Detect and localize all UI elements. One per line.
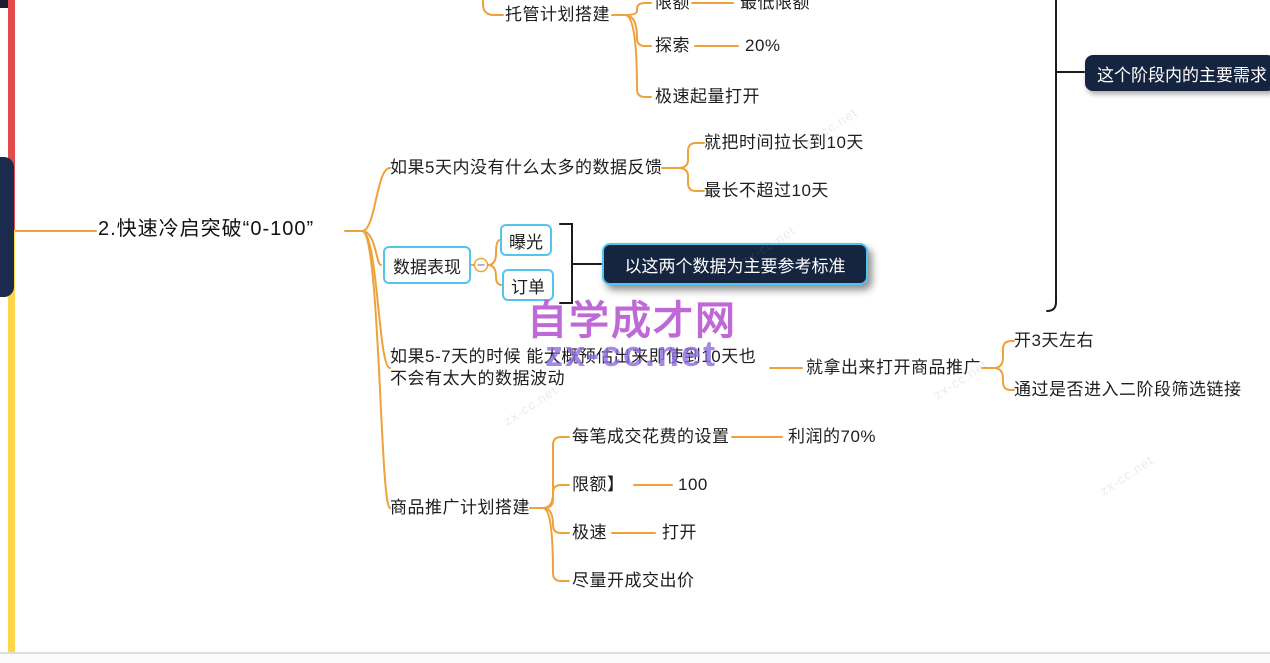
- node-tansuo[interactable]: 探索: [655, 36, 690, 55]
- node-xiane2[interactable]: 限额】: [572, 475, 625, 494]
- connector-tuoguan-tansuo: [624, 14, 652, 47]
- left-branch-strip-red: [8, 0, 15, 230]
- node-main-topic[interactable]: 2.快速冷启突破“0-100”: [98, 218, 315, 240]
- connector-tuiguang-kai3: [993, 340, 1015, 369]
- collapsed-left-node[interactable]: [0, 157, 14, 297]
- node-jinliang[interactable]: 尽量开成交出价: [572, 571, 695, 590]
- node-feedback5[interactable]: 如果5天内没有什么太多的数据反馈: [390, 158, 663, 177]
- node-dingdan[interactable]: 订单: [502, 269, 554, 301]
- watermark-tile: zx-cc.net: [1096, 452, 1157, 499]
- horizontal-scrollbar[interactable]: [0, 652, 1270, 654]
- connector-tuoguan-stub: [482, 0, 504, 16]
- node-feedback5-child2[interactable]: 最长不超过10天: [704, 181, 829, 200]
- node-stage-note[interactable]: 这个阶段内的主要需求: [1085, 55, 1270, 91]
- right-bracket: [1046, 0, 1057, 312]
- node-meibi-value[interactable]: 利润的70%: [788, 427, 877, 446]
- node-xiane2-value[interactable]: 100: [678, 475, 708, 494]
- connector-shangpin-xiane2: [542, 484, 570, 509]
- connector-shuju-dingdan: [487, 264, 503, 286]
- node-day57-line2: 不会有太大的数据波动: [390, 369, 565, 388]
- node-baoguang[interactable]: 曝光: [500, 224, 552, 256]
- node-tongguo-shaixuan[interactable]: 通过是否进入二阶段筛选链接: [1014, 380, 1242, 399]
- connector-shangpin-meibi: [542, 436, 570, 509]
- node-tansuo-value[interactable]: 20%: [745, 36, 781, 55]
- node-day57[interactable]: 如果5-7天的时候 能大概预估出来即使到10天也 不会有太大的数据波动: [390, 346, 756, 390]
- node-shangpin-plan[interactable]: 商品推广计划搭建: [390, 498, 530, 517]
- node-jisu2-value[interactable]: 打开: [662, 523, 697, 542]
- collapse-toggle-icon[interactable]: [473, 257, 489, 273]
- watermark-site-url: zx-cc.net: [545, 333, 718, 374]
- connector-shuju-baoguang: [487, 239, 501, 266]
- node-jisu-qiliang[interactable]: 极速起量打开: [655, 87, 760, 106]
- node-kai3tian[interactable]: 开3天左右: [1014, 331, 1094, 350]
- connector-main-shuju: [361, 230, 382, 266]
- node-shuju-biaoxian[interactable]: 数据表现: [383, 246, 471, 284]
- connector-main-feedback5: [361, 167, 391, 232]
- connector-tuiguang-tongguo: [993, 367, 1015, 391]
- node-meibi[interactable]: 每笔成交花费的设置: [572, 427, 730, 446]
- node-feedback5-child1[interactable]: 就把时间拉长到10天: [704, 133, 864, 152]
- node-tuiguang[interactable]: 就拿出来打开商品推广: [806, 358, 981, 377]
- connector-feedback5-c1: [677, 142, 705, 169]
- node-day57-line1: 如果5-7天的时候 能大概预估出来即使到10天也: [390, 347, 757, 366]
- left-branch-strip-yellow: [8, 230, 15, 655]
- node-tuoguan-plan[interactable]: 托管计划搭建: [505, 5, 610, 24]
- window-corner-fragment: [0, 0, 10, 8]
- connector-tuoguan-jisu: [624, 14, 652, 98]
- node-jisu2[interactable]: 极速: [572, 523, 607, 542]
- node-xiane-top-value[interactable]: 最低限额: [740, 0, 810, 12]
- connector-shangpin-jinliang: [542, 507, 570, 582]
- bottom-edge-strip: [0, 654, 1270, 663]
- node-xiane-top[interactable]: 限额: [655, 0, 690, 12]
- connector-feedback5-c2: [677, 167, 705, 192]
- connector-tuoguan-xiane: [624, 1, 652, 16]
- node-summary-callout[interactable]: 以这两个数据为主要参考标准: [602, 243, 868, 285]
- watermark-site-name: 自学成才网: [527, 299, 737, 343]
- connector-shangpin-jisu2: [542, 507, 570, 534]
